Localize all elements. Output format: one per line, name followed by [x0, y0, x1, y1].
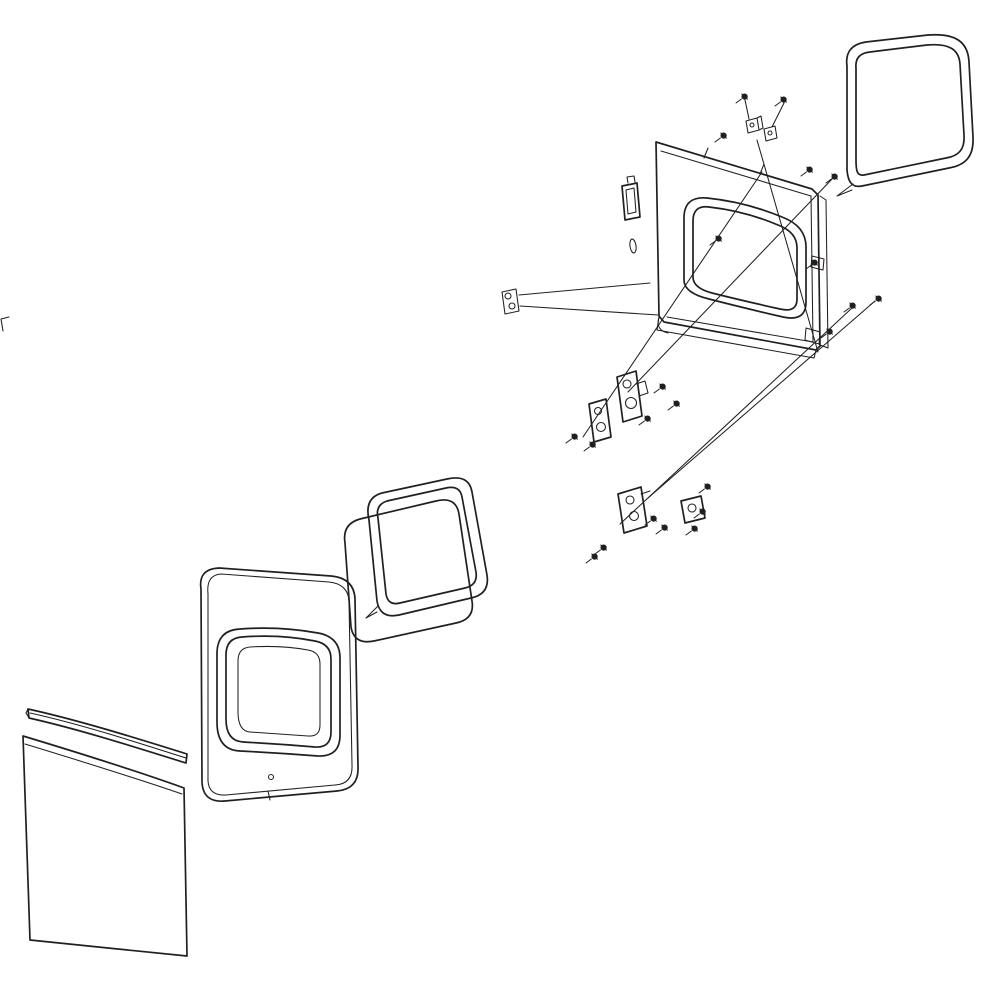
- screw-icon: [825, 172, 839, 184]
- door-seal-gasket: [836, 33, 974, 197]
- window-seal: [365, 477, 489, 619]
- screw-icon: [698, 482, 712, 494]
- leader-lines: [582, 139, 876, 525]
- upper-hinges: [588, 370, 649, 443]
- screw-icon: [653, 382, 667, 394]
- screw-icon: [735, 92, 749, 104]
- screw-icon: [655, 523, 669, 535]
- screw-icon: [585, 552, 599, 564]
- inner-door-frame: [655, 141, 829, 359]
- screw-icon: [594, 543, 608, 555]
- screw-icon: [869, 294, 883, 306]
- front-panel: [22, 735, 188, 957]
- hinge-pin-bracket: [501, 282, 659, 316]
- screw-icon: [685, 524, 699, 536]
- left-edge-mark: [0, 316, 10, 332]
- screw-icon: [820, 327, 834, 339]
- window-glass: [343, 499, 474, 643]
- screw-icon: [714, 131, 728, 143]
- screw-icon: [583, 440, 597, 452]
- screw-icon: [774, 95, 788, 107]
- door-latch: [621, 175, 641, 254]
- outer-door-panel: [199, 567, 359, 802]
- screw-icon: [565, 432, 579, 444]
- screw-icon: [800, 165, 814, 177]
- mounting-screws: [565, 92, 883, 564]
- screw-icon: [667, 399, 681, 411]
- mounting-clips: [744, 99, 785, 142]
- top-trim-strip: [25, 708, 188, 764]
